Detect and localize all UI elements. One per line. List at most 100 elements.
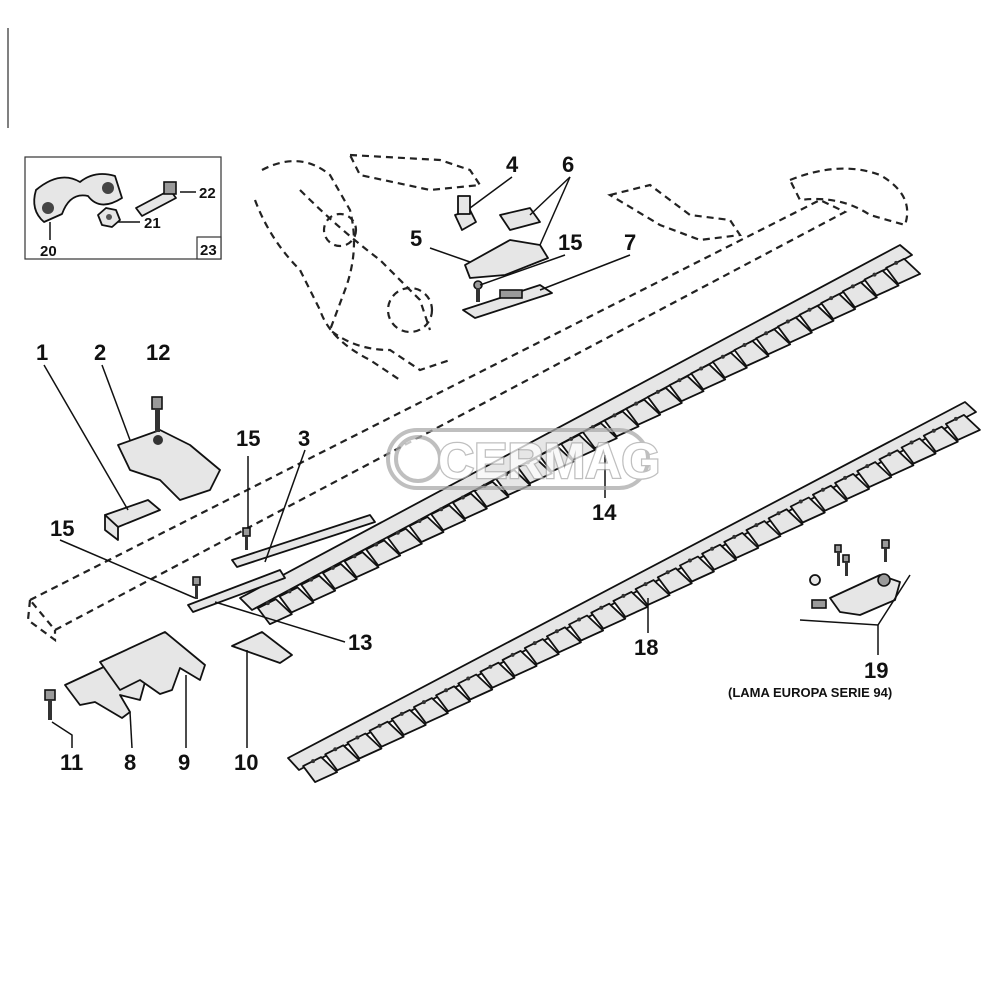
inset-box: 20 21 22 23 <box>24 156 222 260</box>
blade-tooth <box>368 720 405 748</box>
middle-parts <box>59 449 376 643</box>
callout-7: 7 <box>624 230 636 255</box>
callout-13: 13 <box>348 630 372 655</box>
rivet-hole <box>742 343 747 347</box>
rivet-hole <box>894 260 899 265</box>
rivet-hole <box>829 296 834 301</box>
blade-tooth <box>302 756 338 783</box>
blade-tooth <box>523 638 560 665</box>
rivet-hole <box>699 366 704 371</box>
blade-tooth <box>900 437 937 465</box>
rivet-hole <box>599 605 604 610</box>
rivet-hole <box>444 688 449 693</box>
clip-2-part <box>117 429 221 501</box>
leader-15-low <box>59 539 196 599</box>
rivet-hole <box>417 519 422 523</box>
rivet-hole <box>807 307 812 312</box>
blade-tooth <box>278 586 315 614</box>
watermark-text: CERMAG <box>438 433 660 489</box>
rivet-hole <box>872 272 877 277</box>
blade-tooth <box>701 543 737 571</box>
callout-4: 4 <box>506 152 519 177</box>
blade-tooth <box>878 449 915 477</box>
rivet-hole <box>504 472 509 477</box>
rivet-hole <box>439 507 444 512</box>
rivet-hole <box>850 284 855 289</box>
rivet-hole <box>309 577 314 582</box>
rivet-hole <box>820 487 825 492</box>
rivet-hole <box>720 354 725 359</box>
blade-tooth <box>451 492 488 520</box>
blade-tooth <box>321 563 358 590</box>
blade-tooth <box>922 425 959 453</box>
leader-11 <box>51 721 73 748</box>
blade-tooth <box>457 673 494 701</box>
blade-tooth <box>776 316 813 344</box>
blade-tooth <box>365 539 402 567</box>
callout-10: 10 <box>234 750 258 775</box>
rivet-hole <box>554 629 559 634</box>
machine-frame-outline <box>26 153 909 643</box>
bar-13-part <box>187 569 286 613</box>
rivet-hole <box>931 428 936 433</box>
bolt-15-low <box>192 576 201 599</box>
callout-19-note: (LAMA EUROPA SERIE 94) <box>728 685 892 700</box>
blade-tooth <box>590 602 627 630</box>
rivet-hole <box>488 664 493 669</box>
leader-2 <box>101 364 131 441</box>
rivet-hole <box>399 711 404 716</box>
nut-part <box>97 207 121 228</box>
clamp-bracket-part <box>33 173 123 223</box>
rivet-hole <box>621 593 626 598</box>
leader-5 <box>429 247 471 263</box>
leader-6a <box>529 176 571 216</box>
blade-tooth <box>343 551 380 579</box>
lower-left-parts <box>44 631 293 749</box>
leader-4 <box>469 176 513 209</box>
callout-15-top: 15 <box>558 230 582 255</box>
callout-2: 2 <box>94 340 106 365</box>
blade-tooth <box>386 527 423 555</box>
blade-tooth <box>324 744 361 772</box>
blade-tooth <box>789 496 826 524</box>
rivet-hole <box>665 570 670 575</box>
callout-11: 11 <box>60 750 83 775</box>
rivet-hole <box>466 676 471 681</box>
leader-6b <box>539 176 571 246</box>
blade-tooth <box>723 532 760 559</box>
blade-tooth <box>430 504 467 532</box>
rivet-hole <box>333 747 338 752</box>
lower-blade-teeth <box>302 414 981 783</box>
callout-12: 12 <box>146 340 170 365</box>
leader-8 <box>129 711 133 749</box>
rivet-hole <box>909 440 914 445</box>
callout-19: 19 <box>864 658 888 683</box>
rivet-hole <box>311 759 316 764</box>
blade-tooth <box>668 375 705 403</box>
rivet-hole <box>374 542 379 547</box>
blade-tooth <box>516 457 553 485</box>
rivet-hole <box>655 389 660 394</box>
callout-21: 21 <box>144 215 161 232</box>
callout-14: 14 <box>592 500 617 525</box>
blade-tooth <box>625 398 662 426</box>
bolt-4-part <box>454 195 477 231</box>
rivet-hole <box>577 617 582 622</box>
blade-tooth <box>798 304 835 332</box>
callout-15-low: 15 <box>50 516 74 541</box>
bolt-15-mid <box>242 527 251 550</box>
blade-tooth <box>656 567 693 595</box>
blade-tooth <box>646 387 683 414</box>
blade-tooth <box>479 661 516 689</box>
leader-1 <box>43 364 129 511</box>
blade-tooth <box>300 574 337 602</box>
rivet-hole <box>798 499 803 504</box>
blade-tooth <box>767 508 804 536</box>
blade-tooth <box>863 269 900 297</box>
callout-6: 6 <box>562 152 574 177</box>
rivet-hole <box>460 495 465 500</box>
callout-8: 8 <box>124 750 136 775</box>
blade-tooth <box>841 281 878 309</box>
rivet-hole <box>785 319 790 324</box>
rivet-hole <box>764 331 769 336</box>
